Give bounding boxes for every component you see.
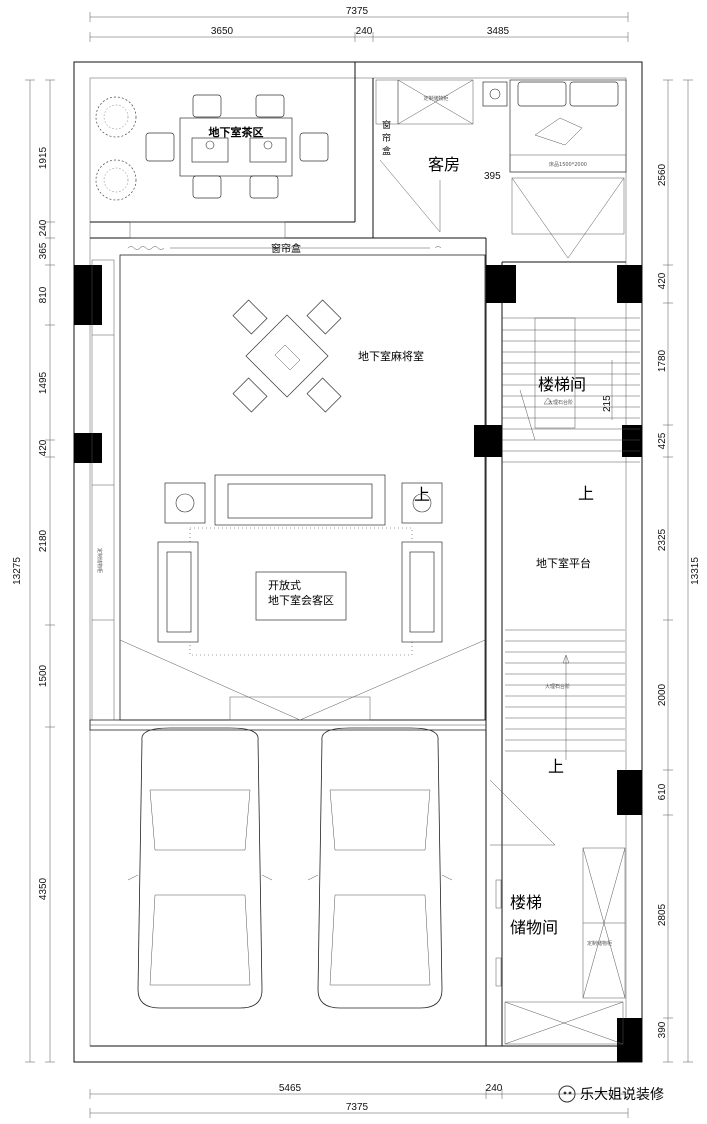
left-dim-2: 240: [38, 219, 49, 236]
guest-room: 定制储物柜 窗 帘 盒 客房 床品1500*2000 395: [375, 79, 627, 259]
car-2: [307, 727, 453, 1009]
left-dim-9: 4350: [38, 877, 49, 900]
left-dim-6: 420: [38, 439, 49, 456]
curtain-box-label: 窗帘盒: [271, 242, 301, 255]
lower-stairs: 大理石台阶: [489, 629, 625, 846]
left-dim-7: 2180: [38, 529, 49, 552]
left-cabinets: 定制储物柜: [91, 259, 115, 721]
right-dimensions: 13315 2560 420 1780 425 2325 2000 610 28…: [657, 79, 701, 1063]
left-dim-1: 1915: [38, 146, 49, 169]
car-1: [127, 727, 273, 1009]
bed-size-label: 床品1500*2000: [549, 161, 587, 168]
right-dim-4: 425: [657, 432, 668, 449]
tea-area-label: 地下室茶区: [209, 125, 264, 139]
up-label-1: 上: [414, 485, 430, 504]
top-total-dim: 7375: [346, 6, 369, 17]
walls: [73, 61, 643, 1063]
stair-storage-label-1: 楼梯: [510, 893, 542, 912]
right-dim-1: 2560: [657, 163, 668, 186]
stairwell-label: 楼梯间: [538, 375, 586, 394]
basement-platform-label: 地下室平台: [536, 556, 591, 570]
open-lounge-label-1: 开放式: [268, 578, 301, 592]
lower-stair-note: 大理石台阶: [545, 683, 570, 690]
bottom-left-dim: 5465: [279, 1083, 302, 1094]
left-dim-5: 1495: [38, 371, 49, 394]
top-right-dim: 3485: [487, 26, 510, 37]
bottom-mid-dim: 240: [486, 1083, 503, 1094]
plant-2: [95, 159, 137, 201]
top-left-dim: 3650: [211, 26, 234, 37]
left-dimensions: 13275 1915 240 365 810 1495 420 2180 150…: [12, 79, 55, 1063]
right-dim-5: 2325: [657, 528, 668, 551]
mahjong-table-set: [232, 299, 342, 413]
up-label-3: 上: [548, 757, 564, 776]
right-dim-2: 420: [657, 272, 668, 289]
storage-cabinet-note: 定制储物柜: [587, 940, 612, 947]
structural-columns: [74, 265, 642, 1062]
stairwell: 215 大理石台阶: [502, 317, 640, 463]
lounge-furniture: [119, 474, 486, 721]
left-total-dim: 13275: [12, 557, 23, 585]
right-dim-6: 2000: [657, 683, 668, 706]
curtain-box-v1: 窗: [382, 119, 391, 131]
right-dim-9: 390: [657, 1021, 668, 1038]
right-dim-8: 2805: [657, 903, 668, 926]
curtain-box-strip: 窗帘盒: [127, 242, 442, 255]
tea-area: 地下室茶区: [95, 94, 329, 239]
watermark-text: 乐大姐说装修: [580, 1087, 664, 1103]
watermark: 乐大姐说装修: [558, 1085, 664, 1103]
right-dim-7: 610: [657, 783, 668, 800]
bottom-dimensions: 5465 240 7375: [89, 1083, 629, 1118]
left-cabinet-note: 定制储物柜: [96, 548, 103, 573]
bottom-total-dim: 7375: [346, 1102, 369, 1113]
left-dim-4: 810: [38, 286, 49, 303]
top-mid-dim: 240: [356, 26, 373, 37]
stair-storage-label-2: 储物间: [510, 918, 558, 937]
small-dim-395: 395: [484, 171, 501, 182]
right-total-dim: 13315: [690, 557, 701, 585]
open-lounge-label-2: 地下室会客区: [268, 593, 334, 607]
mahjong-room-label: 地下室麻将室: [358, 349, 424, 363]
guest-room-label: 客房: [428, 155, 460, 174]
guest-cabinet-note: 定制储物柜: [423, 95, 448, 102]
plant-1: [95, 96, 137, 138]
stair-storage: 定制储物柜: [495, 847, 626, 1045]
left-dim-8: 1500: [38, 664, 49, 687]
up-label-2: 上: [578, 484, 594, 503]
top-dimensions: 7375 3650 240 3485: [89, 6, 629, 42]
left-dim-3: 365: [38, 242, 49, 259]
curtain-box-v3: 盒: [382, 145, 391, 157]
right-dim-3: 1780: [657, 349, 668, 372]
stair-step-dim: 215: [602, 395, 613, 412]
stair-marble-note: 大理石台阶: [548, 399, 573, 406]
curtain-box-v2: 帘: [382, 132, 391, 144]
